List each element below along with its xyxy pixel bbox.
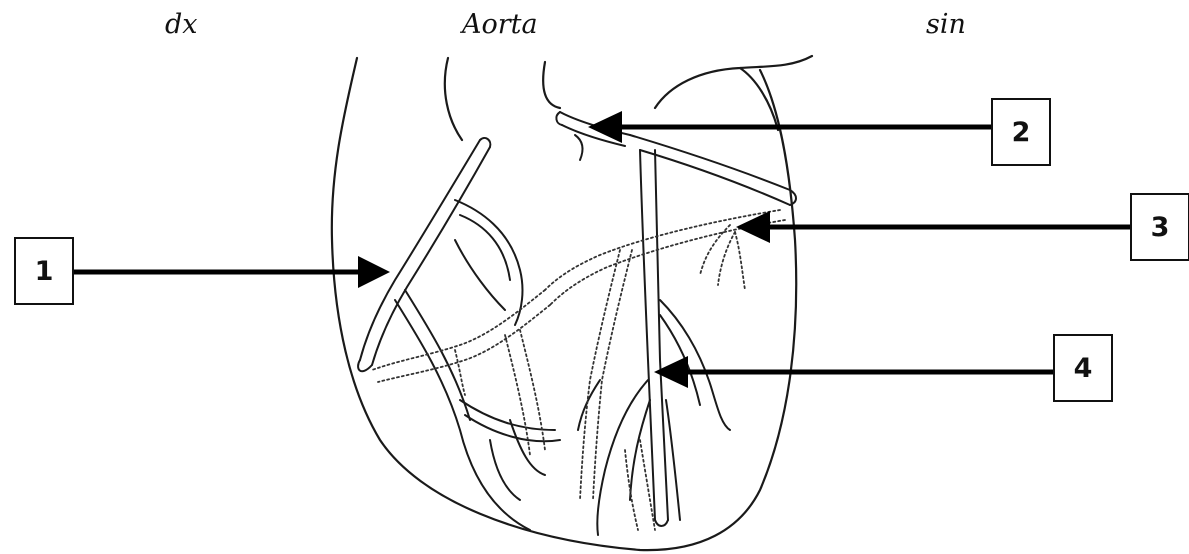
left-coronary-artery [556, 112, 796, 535]
label-box-4: 4 [1053, 334, 1113, 402]
arrow-4 [654, 356, 1053, 388]
label-box-2: 2 [991, 98, 1051, 166]
right-coronary-artery [358, 138, 560, 530]
arrow-1 [74, 256, 390, 288]
arrow-2 [588, 111, 991, 143]
label-box-1: 1 [14, 237, 74, 305]
label-box-3: 3 [1130, 193, 1189, 261]
